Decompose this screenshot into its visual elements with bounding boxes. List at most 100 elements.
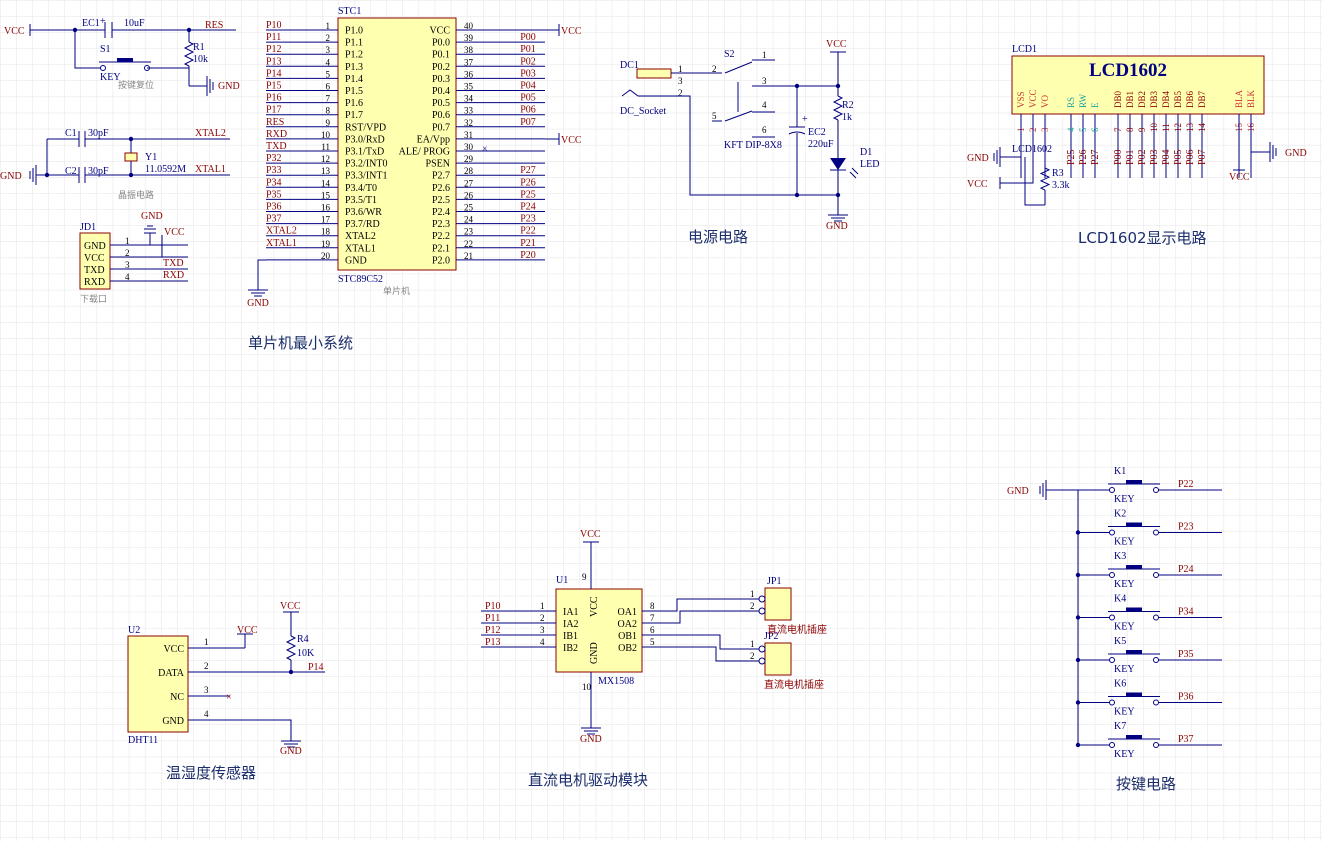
- lcd-net: P01: [1125, 149, 1136, 165]
- motor-right-pin-number: 6: [650, 625, 655, 635]
- mcu-left-pin-number: 19: [321, 239, 331, 249]
- lcd-pin-name: RW: [1078, 93, 1088, 108]
- resistor-symbol: [183, 41, 195, 67]
- dc-pin: 2: [678, 88, 683, 98]
- reset-vcc-net: VCC: [4, 26, 25, 37]
- mcu-right-pin-name: P0.2: [432, 62, 450, 73]
- download-pin-number: 1: [125, 236, 130, 246]
- mcu-right-pin-number: 25: [464, 203, 474, 213]
- mcu-right-net: P26: [520, 177, 536, 188]
- mcu-right-pin-name: P2.5: [432, 195, 450, 206]
- motor-right-pin-number: 7: [650, 613, 655, 623]
- reset-wire: [74, 30, 103, 69]
- mcu-right-pin-number: 23: [464, 227, 474, 237]
- mcu-right-net: P06: [520, 105, 536, 116]
- mcu-left-pin-name: P1.5: [345, 86, 363, 97]
- mcu-left-net: P10: [266, 20, 282, 31]
- jp1-label: 直流电机插座: [767, 623, 827, 636]
- mcu-left-net: P12: [266, 44, 282, 55]
- wire: [665, 634, 760, 650]
- mcu-right-net: P03: [520, 68, 536, 79]
- reset-res-ref: R1: [193, 42, 205, 53]
- mcu-right-pin-name: ALE/ PROG: [399, 147, 450, 158]
- mcu-left-pin-name: P1.7: [345, 110, 363, 121]
- lcd-net: P04: [1161, 149, 1172, 165]
- jp2-ref: JP2: [764, 631, 778, 642]
- key-net: P23: [1178, 522, 1194, 533]
- dht-r-vcc-net: VCC: [280, 601, 301, 612]
- reset-cap-ref: EC1: [82, 18, 100, 29]
- mcu-ea-vcc-net: VCC: [561, 135, 582, 146]
- switch-pin: 5: [712, 111, 717, 121]
- mcu-left-pin-name: XTAL2: [345, 231, 376, 242]
- mcu-left-net: P36: [266, 202, 282, 213]
- motor-gnd-net: GND: [580, 734, 602, 745]
- mcu-left-pin-number: 14: [321, 178, 331, 188]
- motor-left-pin-name: IA1: [563, 607, 579, 618]
- dht-part: DHT11: [128, 735, 158, 746]
- lcd-pin-number: 12: [1173, 123, 1183, 132]
- reset-sw-val: KEY: [100, 72, 121, 83]
- mcu-right-net: P00: [520, 32, 536, 43]
- jp1-body: [764, 587, 792, 621]
- motor-vcc-net: VCC: [580, 529, 601, 540]
- mcu-left-net: P17: [266, 105, 282, 116]
- mcu-right-net: P22: [520, 226, 536, 237]
- mcu-right-net: P07: [520, 117, 536, 128]
- key-val: KEY: [1114, 664, 1135, 675]
- reset-res-val: 10k: [193, 54, 208, 65]
- lcd-pin-number: 5: [1078, 127, 1088, 132]
- dht-res-val: 10K: [297, 648, 315, 659]
- lcd-pin-name: DB1: [1125, 91, 1135, 108]
- download-ref: JD1: [80, 222, 96, 233]
- connector-pin: [758, 645, 766, 653]
- connector-pin-number: 2: [750, 601, 755, 611]
- mcu-right-pin-name: P2.7: [432, 171, 450, 182]
- crystal-xtal1-net: XTAL1: [195, 164, 226, 175]
- switch-pin: 6: [762, 125, 767, 135]
- motor-left-pin-name: IA2: [563, 619, 579, 630]
- no-connect-mark: ×: [226, 692, 232, 703]
- mcu-right-pin-name: P0.3: [432, 74, 450, 85]
- switch-contact: [1153, 487, 1159, 493]
- motor-left-pin-number: 3: [540, 625, 545, 635]
- junction-dot: [1075, 742, 1081, 748]
- mcu-right-pin-number: 39: [464, 33, 474, 43]
- mcu-right-pin-name: PSEN: [426, 159, 450, 170]
- mcu-left-pin-name: P3.5/T1: [345, 195, 377, 206]
- lcd-net: P25: [1066, 149, 1077, 165]
- motor-left-pin-number: 2: [540, 613, 545, 623]
- mcu-gnd-net: GND: [247, 298, 269, 309]
- led-ray: [851, 167, 859, 175]
- mcu-right-pin-number: 29: [464, 154, 474, 164]
- lcd-pin-name: DB2: [1137, 91, 1147, 108]
- led-ray: [849, 171, 857, 179]
- mcu-ref: STC1: [338, 6, 361, 17]
- lcd-pin-number: 6: [1090, 127, 1100, 132]
- lcd-net: P00: [1113, 149, 1124, 165]
- key-net: P24: [1178, 564, 1194, 575]
- switch-button: [1126, 565, 1142, 569]
- motor-left-pin-number: 4: [540, 637, 545, 647]
- dc-pin: 3: [678, 76, 683, 86]
- key-net: P22: [1178, 479, 1194, 490]
- lcd-pin-name: DB3: [1149, 90, 1159, 108]
- mcu-left-pin-number: 13: [321, 166, 331, 176]
- mcu-vcc-net: VCC: [561, 26, 582, 37]
- c2-val: 30pF: [88, 166, 109, 177]
- switch-button: [1126, 692, 1142, 697]
- mcu-left-pin-number: 7: [326, 94, 331, 104]
- mcu-right-net: P02: [520, 56, 536, 67]
- crystal-caption: 晶振电路: [118, 189, 154, 201]
- mcu-left-pin-name: P1.4: [345, 74, 363, 85]
- mcu-right-pin-number: 21: [464, 251, 473, 261]
- mcu-left-pin-number: 1: [326, 21, 331, 31]
- switch-pin: 3: [762, 76, 767, 86]
- motor-driver-ref: U1: [556, 575, 568, 586]
- dc-plug-shape: [621, 89, 639, 97]
- reset-gnd-net: GND: [218, 81, 240, 92]
- crystal-val: 11.0592M: [145, 164, 186, 175]
- wire: [665, 598, 760, 612]
